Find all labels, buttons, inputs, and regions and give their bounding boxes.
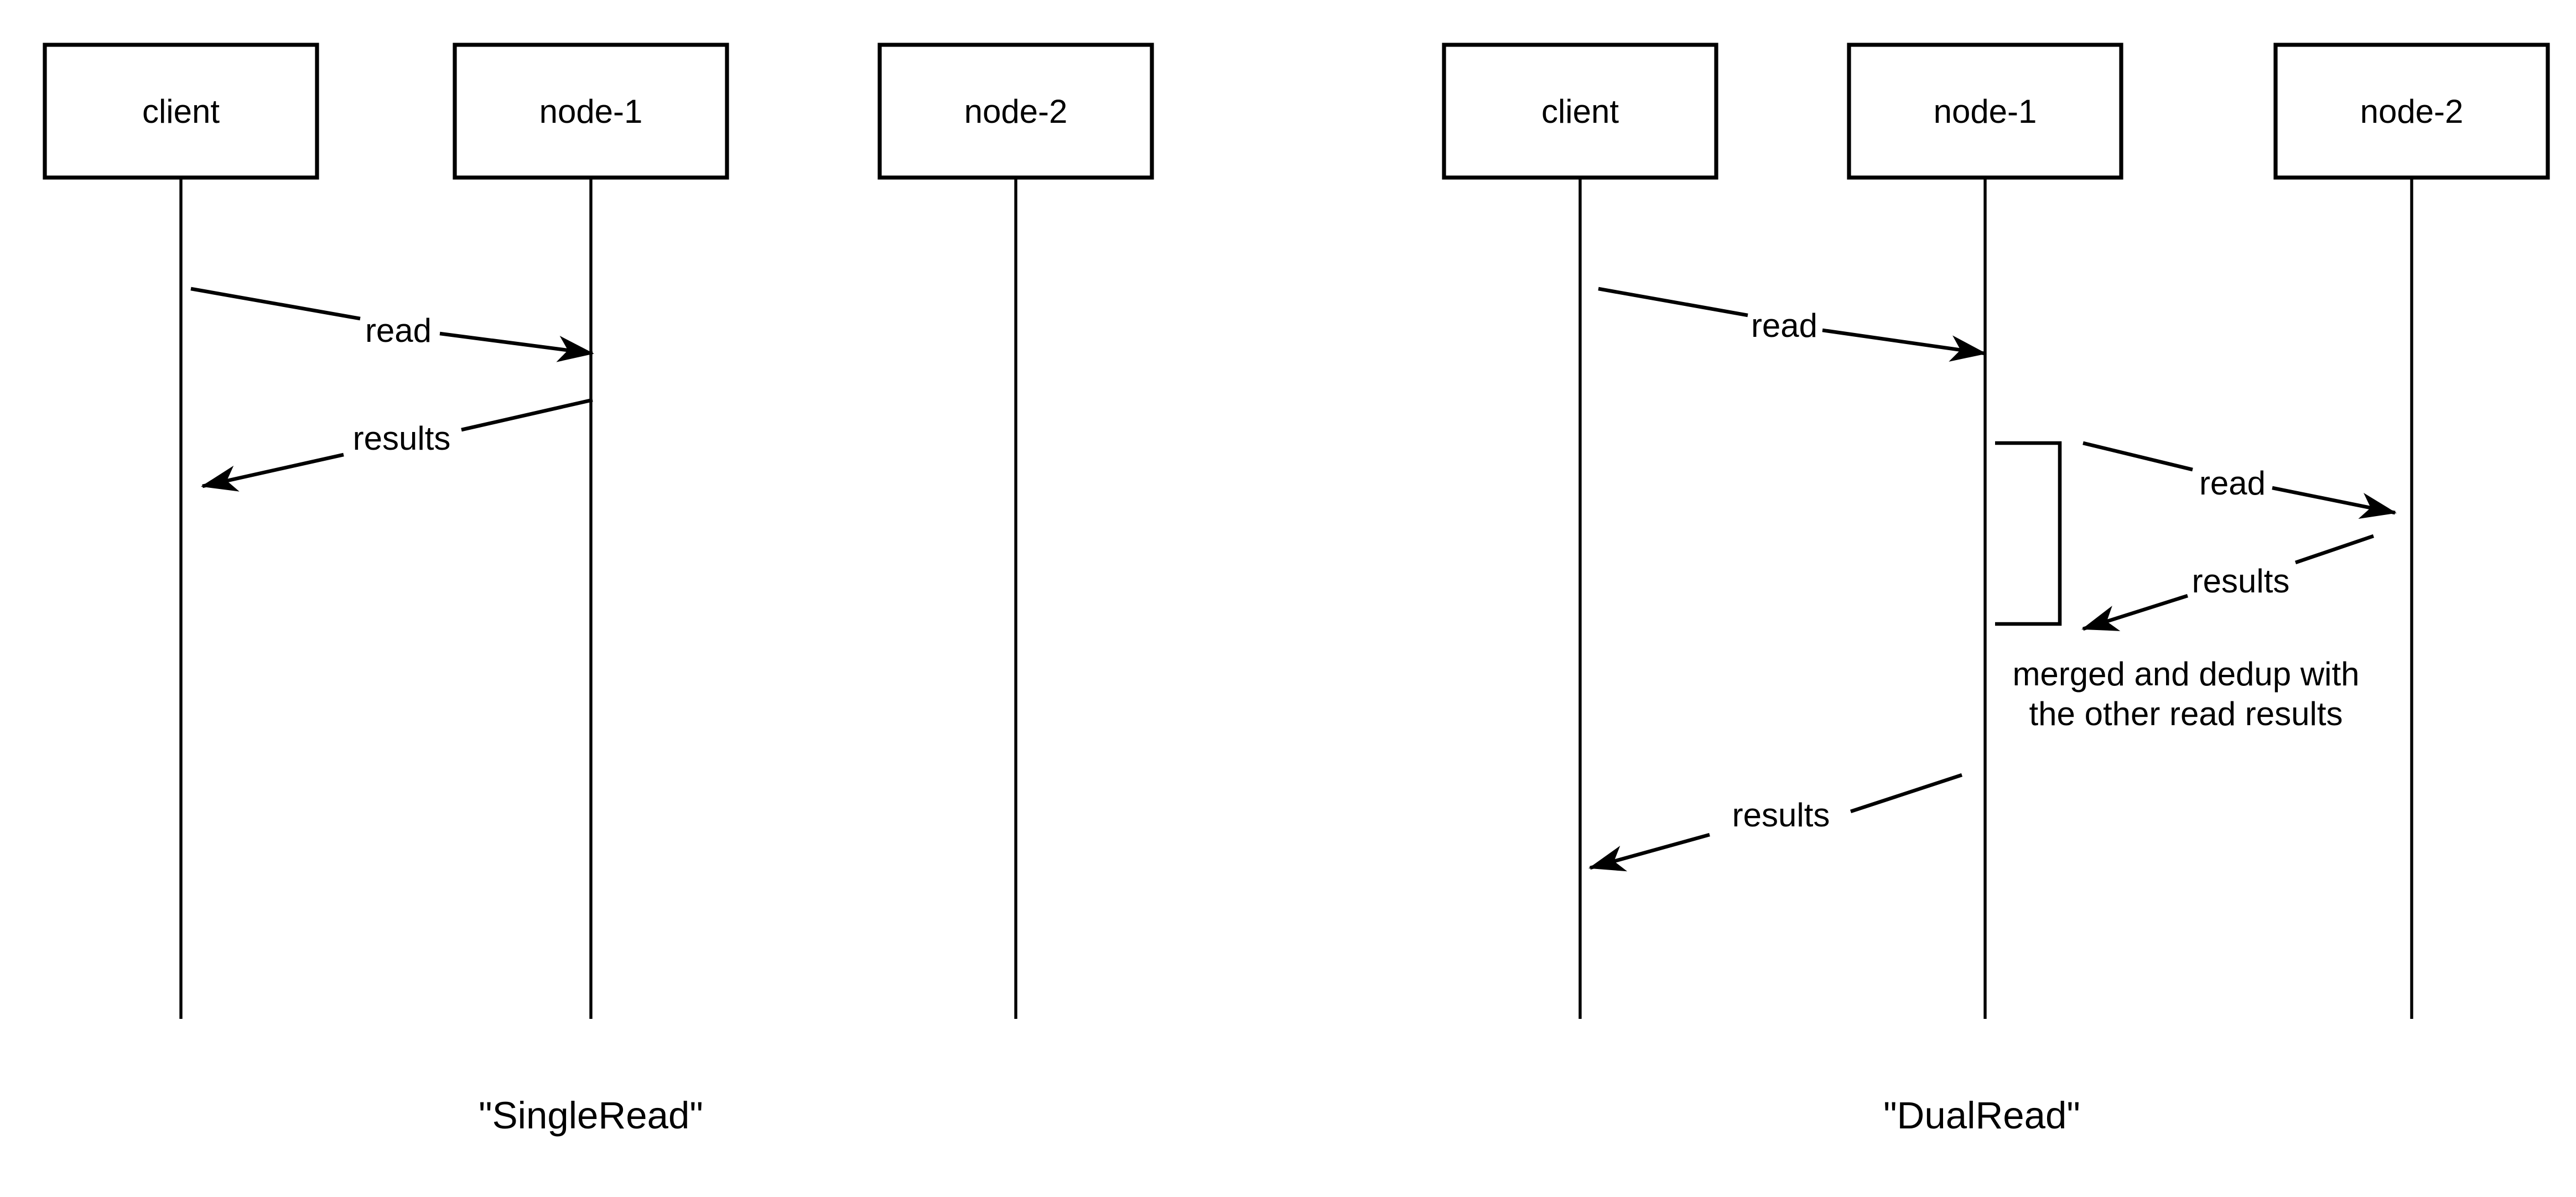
message-label-read: read [1751, 307, 1817, 344]
actor-label-client: client [1541, 93, 1619, 130]
actor-label-node-1: node-1 [539, 93, 643, 130]
message-label-read: read [2199, 465, 2266, 502]
actor-node-1: node-1 [453, 43, 729, 180]
activation-bracket-node-1 [1995, 441, 2062, 626]
message-line-arrow [2272, 486, 2397, 519]
message-results-node1-client: results [1588, 773, 1963, 872]
message-line [2082, 441, 2193, 472]
diagram-caption-singleread: "SingleRead" [479, 1094, 703, 1137]
diagram-caption-dualread: "DualRead" [1883, 1094, 2080, 1137]
actor-label-node-2: node-2 [2360, 93, 2464, 130]
actor-box [1847, 43, 2123, 180]
message-line [461, 398, 593, 432]
message-label-results: results [353, 420, 451, 457]
actor-box [2273, 43, 2550, 180]
message-label-results: results [2192, 563, 2290, 600]
actor-node-2: node-2 [2273, 43, 2550, 180]
actor-box [1442, 43, 1718, 180]
message-line [190, 287, 361, 321]
message-line-arrow [1588, 832, 1710, 872]
message-line-arrow [1822, 328, 1987, 362]
actor-client: client [43, 43, 319, 180]
actor-box [43, 43, 319, 180]
message-line-arrow [201, 452, 344, 492]
actor-node-2: node-2 [877, 43, 1154, 180]
message-line [1850, 773, 1963, 814]
message-read-node1-node2: read [2082, 441, 2397, 519]
singleread-diagram: client node-1 node-2 read results "Singl… [43, 43, 1154, 1137]
message-label-results: results [1732, 797, 1830, 834]
message-label-read: read [365, 312, 432, 349]
message-read-client-node1: read [1598, 287, 1987, 362]
actor-label-node-1: node-1 [1934, 93, 2037, 130]
message-results-node2-node1: results [2081, 534, 2375, 631]
message-line-arrow [439, 331, 594, 362]
message-line-arrow [2081, 594, 2188, 631]
actor-box [877, 43, 1154, 180]
actor-node-1: node-1 [1847, 43, 2123, 180]
actor-label-client: client [142, 93, 220, 130]
note-merged-dedup: merged and dedup with the other read res… [2012, 655, 2359, 732]
actor-box [453, 43, 729, 180]
actor-client: client [1442, 43, 1718, 180]
dualread-diagram: client node-1 node-2 read read resu [1442, 43, 2550, 1137]
note-line-1: merged and dedup with [2012, 655, 2359, 693]
actor-label-node-2: node-2 [964, 93, 1068, 130]
message-read: read [190, 287, 594, 362]
message-results: results [201, 398, 593, 492]
message-line [1598, 287, 1748, 318]
message-line [2294, 534, 2375, 565]
note-line-2: the other read results [2029, 695, 2343, 732]
